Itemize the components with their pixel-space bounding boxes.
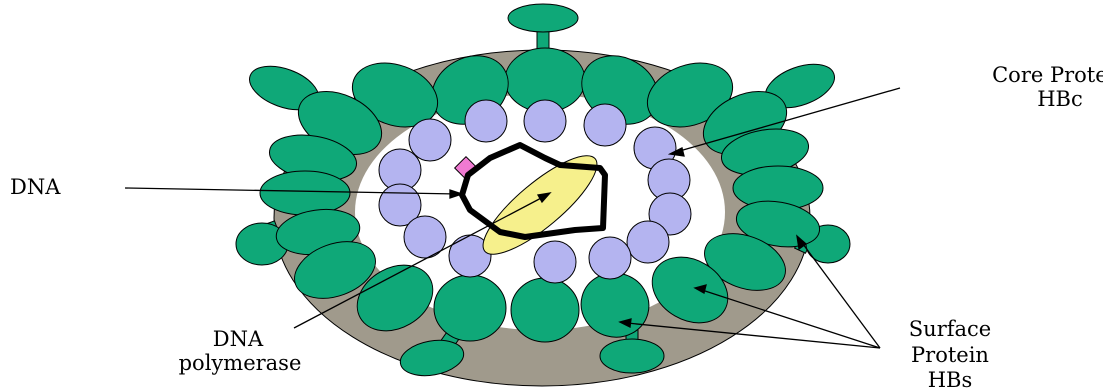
surface-protein-label-line1: Surface [909, 317, 991, 341]
dna-label: DNA [10, 175, 61, 199]
dna-polymerase-label-line2: polymerase [179, 351, 302, 375]
core-protein-label-line1: Core Protein [992, 63, 1103, 87]
dna-polymerase-label-line1: DNA [213, 327, 264, 351]
surface-protein-label-line3: HBs [928, 368, 973, 391]
core-protein-label-line2: HBc [1037, 87, 1083, 111]
surface-protein-label-line2: Protein [911, 343, 989, 367]
